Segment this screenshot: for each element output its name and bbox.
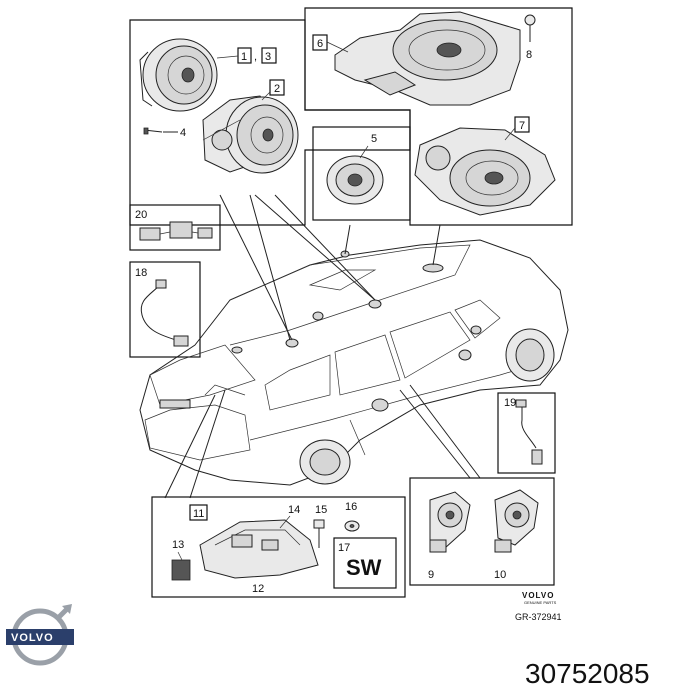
callout-3-box	[261, 47, 277, 64]
logo-text: VOLVO	[11, 632, 54, 644]
panel-harness-20: 20	[129, 204, 221, 251]
callout-3-label: 3	[265, 51, 271, 63]
speaker-2	[202, 95, 299, 174]
amplifier-bracket-12	[171, 515, 319, 581]
callout-10-label: 10	[494, 569, 506, 581]
callout-sep: ,	[254, 51, 257, 63]
tweeter-box	[312, 126, 411, 221]
speaker-1-3	[139, 38, 218, 112]
center-speaker-7	[414, 127, 556, 216]
callout-6-box	[312, 34, 328, 51]
callout-18-label: 18	[135, 267, 147, 279]
software-label: SW	[346, 555, 382, 580]
volvo-logo: VOLVO	[6, 604, 74, 666]
callout-9-label: 9	[428, 569, 434, 581]
callout-1-label: 1	[241, 51, 247, 63]
panel-harness-18: 18	[129, 261, 201, 358]
callout-7-box	[514, 116, 530, 133]
callout-16-label: 16	[345, 501, 357, 513]
callout-14-label: 14	[288, 504, 300, 516]
callout-8-label: 8	[526, 49, 532, 61]
callout-20-label: 20	[135, 209, 147, 221]
callout-2-box	[269, 79, 285, 96]
panel-dash-speakers: 6 8 7 5	[304, 7, 573, 226]
callout-11-label: 11	[193, 508, 204, 520]
callout-6-label: 6	[317, 38, 323, 50]
callout-7-label: 7	[519, 120, 525, 132]
callout-19-label: 19	[504, 397, 516, 409]
panel-door-motors: 9 10	[409, 477, 555, 586]
brand-sub: GENUINE PARTS	[524, 600, 557, 605]
callout-15-label: 15	[315, 504, 327, 516]
callout-17-label: 17	[338, 542, 350, 554]
brand-name: VOLVO	[522, 591, 554, 600]
software-box-17	[333, 537, 397, 589]
panel-harness-19: 19	[497, 392, 556, 474]
screw-8: 8	[524, 14, 536, 61]
leader-lines	[164, 194, 481, 499]
panel-door-speakers: 1 , 3 2 4	[129, 19, 411, 226]
callout-11-box	[189, 504, 208, 521]
car-body	[139, 239, 569, 486]
screw-4	[143, 127, 178, 135]
window-motor-10	[494, 489, 539, 553]
callout-2-label: 2	[274, 83, 280, 95]
figure-code: GR-372941	[515, 612, 562, 622]
callout-13-label: 13	[172, 539, 184, 551]
panel-amplifier: 11 13 14 15 16 12 17 SW	[151, 496, 406, 598]
washer-16	[344, 520, 360, 532]
bolt-15	[313, 519, 325, 548]
tweeter-5	[326, 145, 384, 205]
callout-12-label: 12	[252, 583, 264, 595]
callout-4-label: 4	[180, 127, 186, 139]
part-number: 30752085	[525, 658, 650, 689]
callout-1-box	[237, 47, 252, 64]
figure-brand: VOLVO GENUINE PARTS GR-372941	[515, 591, 562, 622]
callout-5-label: 5	[371, 133, 377, 145]
speaker-tray-6	[326, 11, 521, 106]
window-motor-9	[429, 491, 471, 553]
